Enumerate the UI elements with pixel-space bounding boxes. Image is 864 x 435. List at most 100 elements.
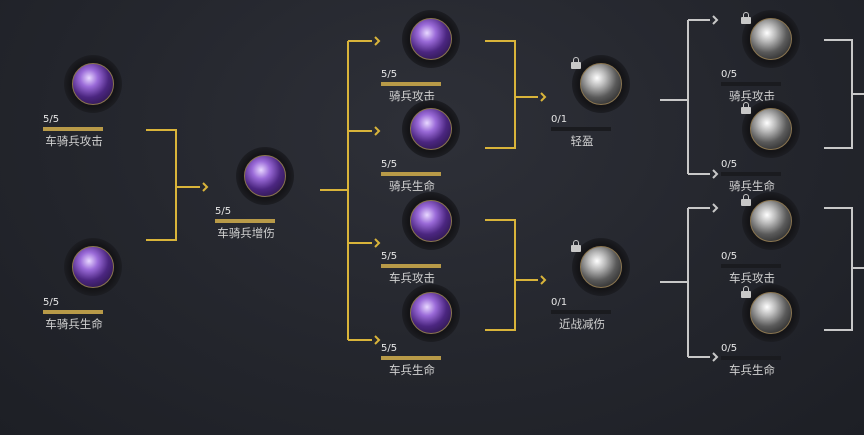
skill-node-che-qi-bing-health-1[interactable]: 5/5 车骑兵生命 [39,238,149,334]
skill-progress-bar [215,219,275,223]
skill-node-chariot-attack-1[interactable]: 5/5 车兵攻击 [377,192,487,288]
skill-ring [402,192,460,250]
skill-progress-bar [381,356,441,360]
skill-ring [742,10,800,68]
skill-ring [402,10,460,68]
chariot-health-icon[interactable] [72,246,114,288]
lock-icon [741,194,751,206]
connector [320,41,349,340]
skill-node-che-qi-bing-attack-1[interactable]: 5/5 车骑兵攻击 [39,55,149,151]
skill-ring [572,55,630,113]
skill-ring [402,284,460,342]
chariot-health-icon[interactable] [410,292,452,334]
skill-node-cavalry-attack-1[interactable]: 5/5 骑兵攻击 [377,10,487,106]
skill-level: 5/5 [381,69,398,80]
skill-progress-bar [381,82,441,86]
skill-ring [236,147,294,205]
connector [660,20,689,174]
skill-progress-bar [43,310,103,314]
connector [660,208,689,357]
skill-name: 骑兵生命 [729,179,775,193]
skill-name: 车骑兵攻击 [45,134,103,148]
skill-progress-bar [381,172,441,176]
skill-ring [742,192,800,250]
lock-icon [741,12,751,24]
lock-icon [741,286,751,298]
arrow-icon [176,182,209,192]
cavalry-health-icon[interactable] [410,108,452,150]
skill-node-melee-reduction[interactable]: 0/1 近战减伤 [547,238,657,334]
lock-icon [571,57,581,69]
skill-name: 骑兵攻击 [729,89,775,103]
lock-icon [741,102,751,114]
skill-name: 骑兵攻击 [389,89,435,103]
arrow-icon [348,238,381,248]
chariot-attack-icon[interactable] [410,200,452,242]
arrow-icon [688,203,719,213]
skill-node-che-qi-bing-damage[interactable]: 5/5 车骑兵增伤 [211,147,321,243]
skill-level: 0/1 [551,114,568,125]
skill-ring [742,284,800,342]
cavalry-attack-icon[interactable] [750,18,792,60]
skill-node-cavalry-health-2[interactable]: 0/5 骑兵生命 [717,100,827,196]
skill-node-chariot-attack-2[interactable]: 0/5 车兵攻击 [717,192,827,288]
arrow-icon [688,15,719,25]
skill-name: 车骑兵增伤 [217,226,275,240]
skill-ring [402,100,460,158]
skill-node-cavalry-attack-2[interactable]: 0/5 骑兵攻击 [717,10,827,106]
skill-node-cavalry-health-1[interactable]: 5/5 骑兵生命 [377,100,487,196]
skill-progress-bar [721,82,781,86]
skill-progress-bar [721,264,781,268]
skill-level: 0/5 [721,251,738,262]
skill-level: 0/5 [721,159,738,170]
connector [146,129,177,241]
arrow-icon [348,126,381,136]
skill-name: 车兵攻击 [389,271,435,285]
skill-name: 近战减伤 [559,317,605,331]
skill-progress-bar [551,310,611,314]
skill-node-chariot-health-1[interactable]: 5/5 车兵生命 [377,284,487,380]
arrow-icon [688,352,719,362]
skill-level: 5/5 [381,343,398,354]
skill-level: 5/5 [381,159,398,170]
skill-ring [64,55,122,113]
skill-level: 0/1 [551,297,568,308]
skill-node-light[interactable]: 0/1 轻盈 [547,55,657,151]
skill-progress-bar [721,356,781,360]
skill-name: 骑兵生命 [389,179,435,193]
skill-ring [572,238,630,296]
melee-reduction-icon[interactable] [580,246,622,288]
skill-level: 5/5 [43,114,60,125]
connector [824,39,864,149]
skill-ring [742,100,800,158]
connector [824,207,864,331]
skill-progress-bar [43,127,103,131]
arrow-icon [515,92,547,102]
chariot-health-icon[interactable] [750,292,792,334]
cavalry-attack-icon[interactable] [410,18,452,60]
skill-level: 5/5 [381,251,398,262]
damage-boost-icon[interactable] [244,155,286,197]
skill-progress-bar [721,172,781,176]
cavalry-attack-icon[interactable] [72,63,114,105]
arrow-icon [515,275,547,285]
cavalry-health-icon[interactable] [750,108,792,150]
skill-ring [64,238,122,296]
arrow-icon [348,335,381,345]
skill-name: 轻盈 [570,134,594,148]
skill-node-chariot-health-2[interactable]: 0/5 车兵生命 [717,284,827,380]
chariot-attack-icon[interactable] [750,200,792,242]
skill-name: 车兵攻击 [729,271,775,285]
skill-name: 车骑兵生命 [45,317,103,331]
skill-name: 车兵生命 [729,363,775,377]
connector [485,40,516,149]
connector [485,219,516,331]
skill-name: 车兵生命 [389,363,435,377]
skill-level: 0/5 [721,69,738,80]
skill-level: 5/5 [215,206,232,217]
lock-icon [571,240,581,252]
skill-level: 5/5 [43,297,60,308]
arrow-icon [348,36,381,46]
light-icon[interactable] [580,63,622,105]
skill-progress-bar [551,127,611,131]
